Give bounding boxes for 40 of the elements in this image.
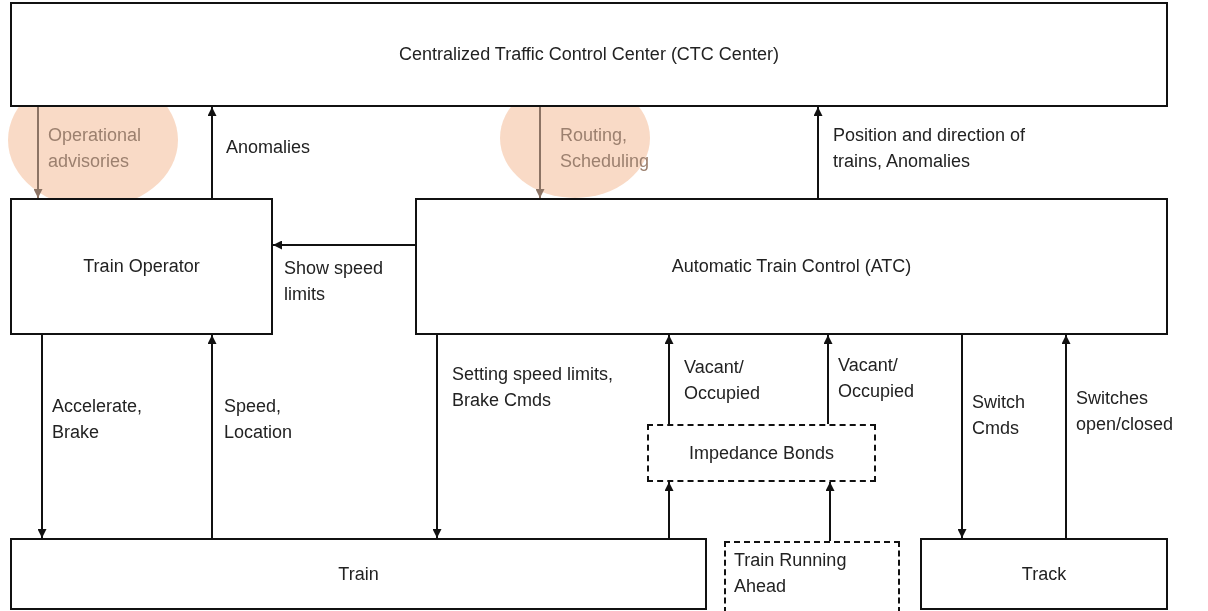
box-label: Impedance Bonds bbox=[688, 441, 835, 465]
edge-label: Anomalies bbox=[226, 136, 312, 159]
arrow bbox=[1061, 334, 1071, 539]
box-label: Centralized Traffic Control Center (CTC Center) bbox=[399, 43, 779, 67]
edge-label: Routing, Scheduling bbox=[560, 124, 651, 174]
arrow bbox=[664, 334, 674, 425]
arrow bbox=[33, 106, 43, 199]
edge-label: Setting speed limits, Brake Cmds bbox=[452, 363, 615, 413]
arrow bbox=[823, 334, 833, 425]
box-label: Train bbox=[338, 562, 379, 586]
box-label: Train Running Ahead bbox=[734, 549, 848, 599]
arrow bbox=[535, 106, 545, 199]
arrow bbox=[272, 240, 416, 250]
edge-label: Vacant/ Occupied bbox=[684, 356, 762, 406]
box-label: Train Operator bbox=[83, 255, 200, 279]
arrow bbox=[207, 106, 217, 199]
edge-label: Switches open/closed bbox=[1076, 387, 1175, 437]
edge-label: Switch Cmds bbox=[972, 391, 1026, 441]
edge-label: Speed, Location bbox=[224, 395, 294, 445]
edge-label: Accelerate, Brake bbox=[52, 395, 144, 445]
arrow bbox=[825, 481, 835, 542]
dashed-box bbox=[647, 424, 876, 482]
edge-label: Operational advisories bbox=[48, 124, 143, 174]
process-box bbox=[920, 538, 1168, 610]
process-box bbox=[10, 198, 273, 335]
arrow bbox=[957, 334, 967, 539]
edge-label: Vacant/ Occupied bbox=[838, 354, 916, 404]
process-box bbox=[10, 2, 1168, 107]
arrow bbox=[207, 334, 217, 539]
arrow bbox=[432, 334, 442, 539]
arrow bbox=[664, 481, 674, 539]
dashed-box bbox=[724, 541, 900, 611]
arrow bbox=[37, 334, 47, 539]
process-box bbox=[415, 198, 1168, 335]
edge-label: Show speed limits bbox=[284, 257, 385, 307]
box-label: Track bbox=[1021, 562, 1067, 586]
process-box bbox=[10, 538, 707, 610]
arrow bbox=[813, 106, 823, 199]
box-label: Automatic Train Control (ATC) bbox=[671, 255, 912, 279]
edge-label: Position and direction of trains, Anomalies bbox=[833, 124, 1027, 174]
